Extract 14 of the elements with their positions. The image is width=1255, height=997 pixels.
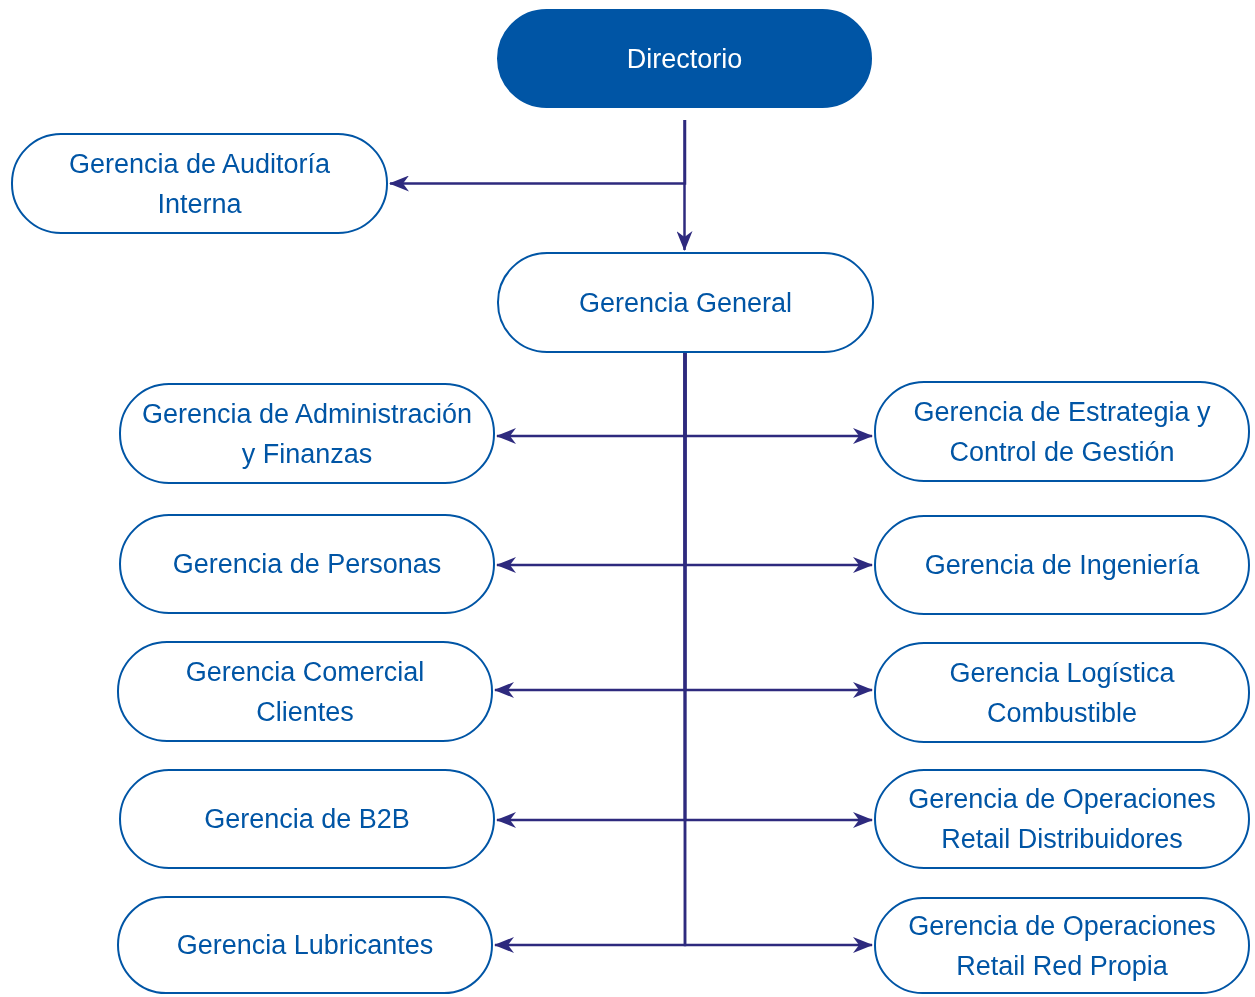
node-label: Gerencia de Auditoría Interna bbox=[67, 147, 332, 221]
node-label: Gerencia de Personas bbox=[172, 548, 442, 581]
node-label: Gerencia de Administración y Finanzas bbox=[140, 397, 474, 471]
node-label: Gerencia de B2B bbox=[204, 803, 410, 836]
node-label: Gerencia de Estrategia y Control de Gestión bbox=[912, 395, 1212, 469]
node-label: Gerencia de Operaciones Retail Distribuidores bbox=[907, 783, 1217, 856]
connector-arrow bbox=[676, 120, 693, 251]
node-label: Gerencia Logística Combustible bbox=[948, 656, 1176, 730]
node-label: Gerencia Comercial Clientes bbox=[184, 655, 426, 729]
node-label: Gerencia de Ingeniería bbox=[924, 549, 1200, 582]
node-label: Gerencia Lubricantes bbox=[176, 929, 434, 962]
node-label: Gerencia General bbox=[578, 286, 793, 320]
node-label: Directorio bbox=[626, 42, 743, 76]
node-label: Gerencia de Operaciones Retail Red Propia bbox=[907, 909, 1217, 983]
